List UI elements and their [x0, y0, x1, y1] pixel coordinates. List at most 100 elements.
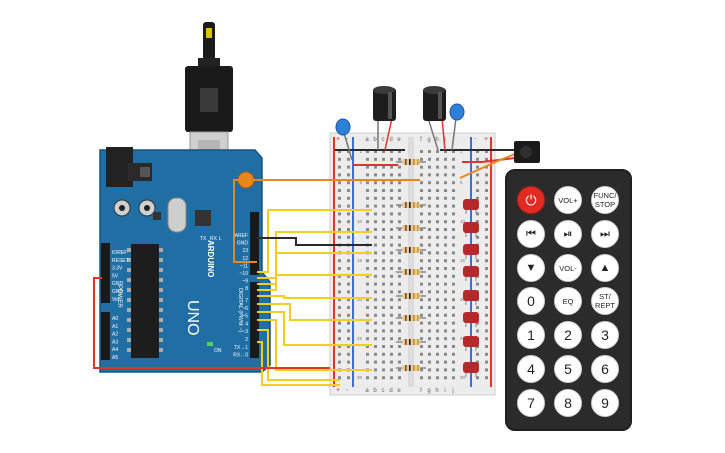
breadboard-hole[interactable]: [452, 360, 455, 364]
breadboard-hole[interactable]: [398, 204, 401, 208]
breadboard-hole[interactable]: [485, 220, 488, 224]
breadboard-hole[interactable]: [398, 157, 401, 161]
breadboard-hole[interactable]: [436, 243, 439, 247]
breadboard-hole[interactable]: [420, 337, 423, 341]
breadboard-hole[interactable]: [452, 368, 455, 372]
digit-3-button[interactable]: 3: [591, 321, 619, 349]
breadboard-hole[interactable]: [485, 150, 488, 153]
breadboard-hole[interactable]: [382, 157, 385, 161]
breadboard-hole[interactable]: [485, 173, 488, 177]
breadboard-hole[interactable]: [436, 267, 439, 270]
breadboard-hole[interactable]: [347, 329, 350, 333]
resistor[interactable]: [396, 202, 426, 208]
breadboard-hole[interactable]: [485, 368, 488, 372]
breadboard-hole[interactable]: [485, 274, 488, 278]
breadboard-hole[interactable]: [476, 150, 479, 153]
breadboard-hole[interactable]: [390, 267, 393, 270]
breadboard-hole[interactable]: [347, 181, 350, 185]
breadboard-hole[interactable]: [485, 352, 488, 356]
breadboard-hole[interactable]: [374, 189, 377, 192]
breadboard-hole[interactable]: [390, 196, 393, 200]
breadboard-hole[interactable]: [476, 376, 479, 380]
breadboard-hole[interactable]: [374, 150, 377, 153]
st-rept-button[interactable]: ST/ REPT: [591, 287, 619, 315]
breadboard-hole[interactable]: [382, 228, 385, 231]
breadboard-hole[interactable]: [428, 267, 431, 270]
breadboard-hole[interactable]: [444, 157, 447, 161]
breadboard-hole[interactable]: [420, 220, 423, 224]
breadboard-hole[interactable]: [398, 290, 401, 294]
breadboard-hole[interactable]: [444, 337, 447, 341]
breadboard-hole[interactable]: [374, 251, 377, 255]
breadboard-hole[interactable]: [382, 267, 385, 270]
breadboard-hole[interactable]: [444, 235, 447, 239]
vol-down-button[interactable]: VOL-: [554, 254, 582, 282]
digit-4-button[interactable]: 4: [517, 355, 545, 383]
breadboard-hole[interactable]: [420, 157, 423, 161]
breadboard-hole[interactable]: [347, 352, 350, 356]
breadboard-hole[interactable]: [390, 243, 393, 247]
breadboard-hole[interactable]: [485, 259, 488, 263]
breadboard-hole[interactable]: [436, 189, 439, 192]
breadboard-hole[interactable]: [398, 165, 401, 169]
breadboard-hole[interactable]: [436, 220, 439, 224]
resistor[interactable]: [396, 365, 426, 371]
breadboard-hole[interactable]: [374, 329, 377, 333]
breadboard-hole[interactable]: [347, 220, 350, 224]
breadboard-hole[interactable]: [374, 298, 377, 302]
resistor-column[interactable]: [396, 159, 426, 371]
breadboard-hole[interactable]: [338, 150, 341, 153]
breadboard-hole[interactable]: [382, 243, 385, 247]
breadboard-hole[interactable]: [398, 345, 401, 348]
breadboard-hole[interactable]: [390, 181, 393, 185]
breadboard-hole[interactable]: [382, 360, 385, 364]
breadboard-hole[interactable]: [374, 196, 377, 200]
breadboard-hole[interactable]: [366, 282, 369, 286]
ceramic-capacitor-1[interactable]: [335, 118, 353, 161]
breadboard-hole[interactable]: [374, 212, 377, 216]
breadboard-hole[interactable]: [476, 181, 479, 185]
breadboard-hole[interactable]: [444, 212, 447, 216]
breadboard-hole[interactable]: [382, 196, 385, 200]
breadboard-hole[interactable]: [452, 204, 455, 208]
breadboard-hole[interactable]: [390, 329, 393, 333]
breadboard-hole[interactable]: [485, 345, 488, 348]
breadboard-hole[interactable]: [366, 329, 369, 333]
breadboard-hole[interactable]: [390, 321, 393, 325]
breadboard-hole[interactable]: [366, 173, 369, 177]
breadboard-hole[interactable]: [444, 220, 447, 224]
breadboard-hole[interactable]: [476, 173, 479, 177]
breadboard-hole[interactable]: [347, 196, 350, 200]
breadboard-hole[interactable]: [420, 235, 423, 239]
breadboard-hole[interactable]: [398, 329, 401, 333]
breadboard-hole[interactable]: [452, 259, 455, 263]
eq-button[interactable]: EQ: [554, 287, 582, 315]
breadboard-hole[interactable]: [390, 368, 393, 372]
breadboard-hole[interactable]: [398, 251, 401, 255]
breadboard-hole[interactable]: [374, 274, 377, 278]
breadboard-hole[interactable]: [398, 376, 401, 380]
breadboard-hole[interactable]: [390, 150, 393, 153]
signal-wire-orange[interactable]: [233, 179, 420, 263]
breadboard-hole[interactable]: [428, 251, 431, 255]
breadboard-hole[interactable]: [366, 181, 369, 185]
breadboard-hole[interactable]: [444, 150, 447, 153]
breadboard-hole[interactable]: [476, 321, 479, 325]
breadboard-hole[interactable]: [452, 298, 455, 302]
breadboard-hole[interactable]: [452, 337, 455, 341]
breadboard-hole[interactable]: [485, 196, 488, 200]
breadboard-hole[interactable]: [390, 173, 393, 177]
breadboard-hole[interactable]: [436, 196, 439, 200]
breadboard-hole[interactable]: [374, 157, 377, 161]
breadboard-hole[interactable]: [444, 352, 447, 356]
breadboard-hole[interactable]: [338, 235, 341, 239]
breadboard-hole[interactable]: [338, 352, 341, 356]
breadboard-hole[interactable]: [444, 243, 447, 247]
breadboard-hole[interactable]: [347, 298, 350, 302]
breadboard-hole[interactable]: [444, 165, 447, 169]
breadboard-hole[interactable]: [428, 290, 431, 294]
breadboard-hole[interactable]: [428, 321, 431, 325]
breadboard-hole[interactable]: [390, 376, 393, 380]
breadboard-hole[interactable]: [398, 306, 401, 309]
breadboard-hole[interactable]: [444, 204, 447, 208]
